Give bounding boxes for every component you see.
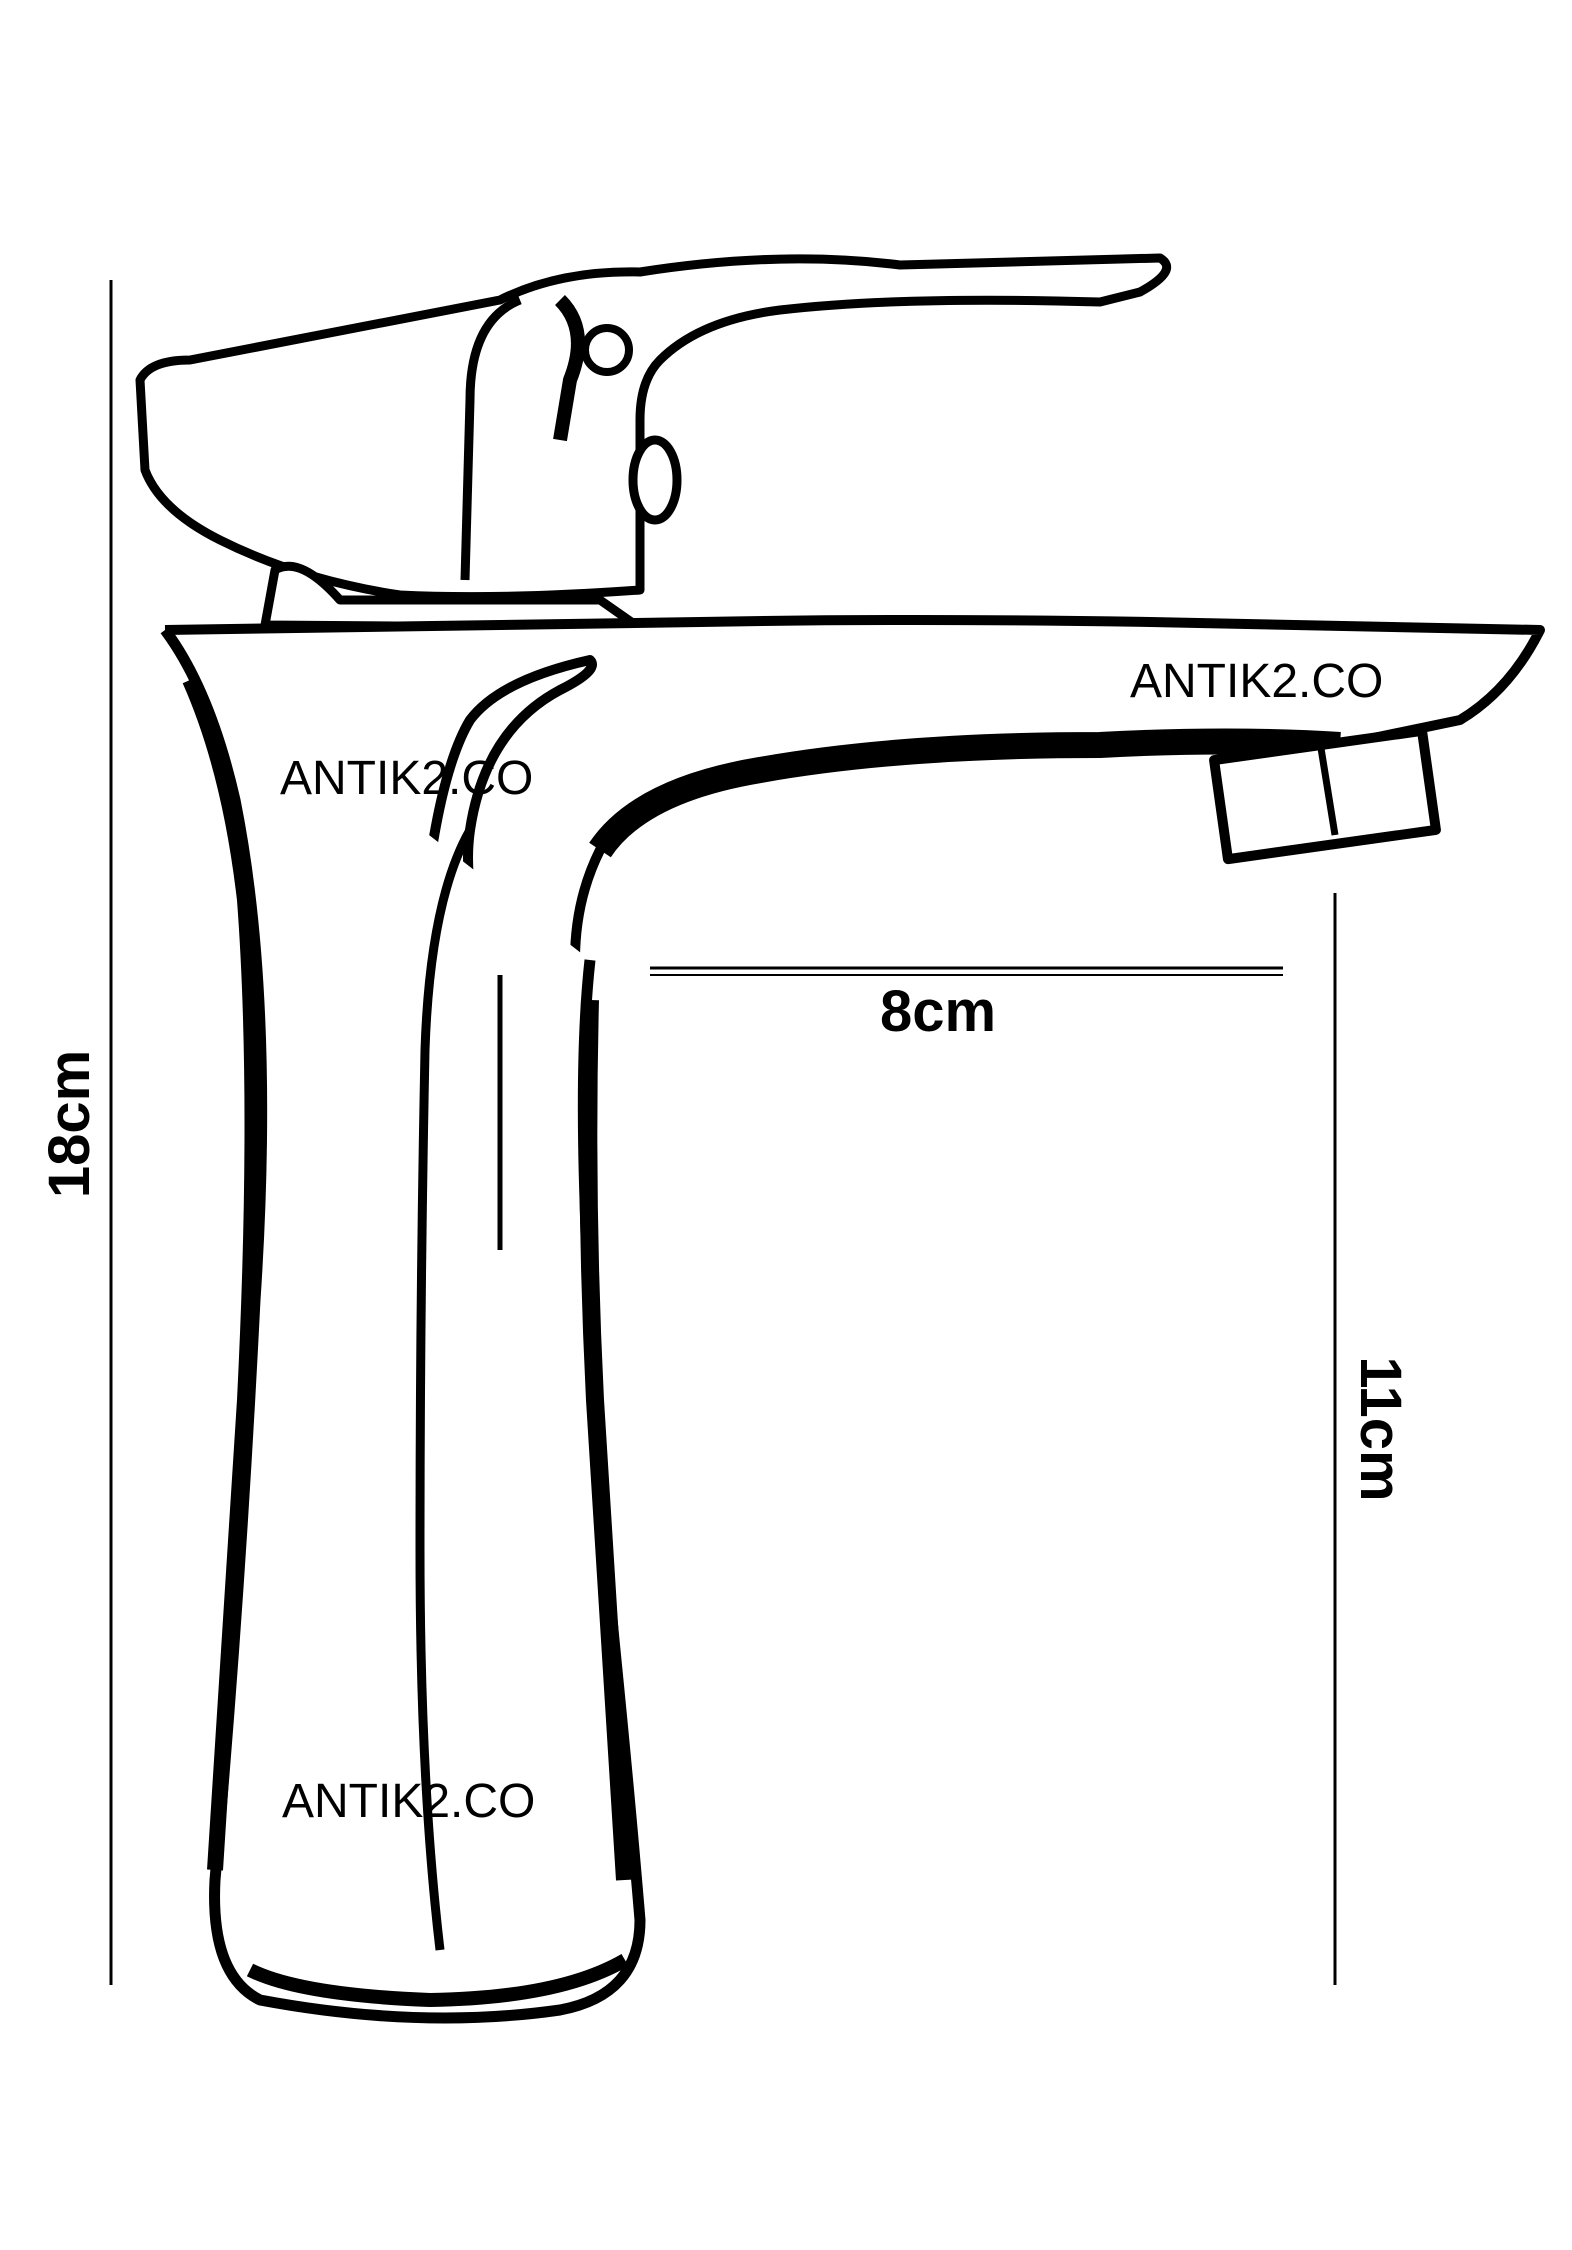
lever-handle [135, 253, 1172, 602]
lever-screw [628, 435, 682, 525]
column-inner-left [415, 827, 474, 1951]
column-shadow-left [182, 676, 261, 1871]
watermark-bottom-left: ANTIK2.CO [282, 1775, 536, 1828]
spout-underside [589, 728, 1341, 858]
aerator-divider [1316, 741, 1339, 836]
lever-neck [460, 295, 522, 581]
column-base-shadow [246, 1953, 629, 2007]
total-height-label: 18cm [37, 1049, 102, 1199]
faucet-body [135, 253, 1545, 2024]
base-collar [260, 561, 645, 633]
spout-height-label: 11cm [1348, 1356, 1413, 1502]
spout-reach-label: 8cm [880, 979, 997, 1044]
column-shadow-right [579, 999, 634, 1881]
lever-neck-right [553, 295, 585, 442]
watermark-top-right: ANTIK2.CO [1130, 655, 1384, 708]
watermark-middle-left: ANTIK2.CO [280, 752, 534, 805]
lever-pivot [581, 324, 633, 376]
